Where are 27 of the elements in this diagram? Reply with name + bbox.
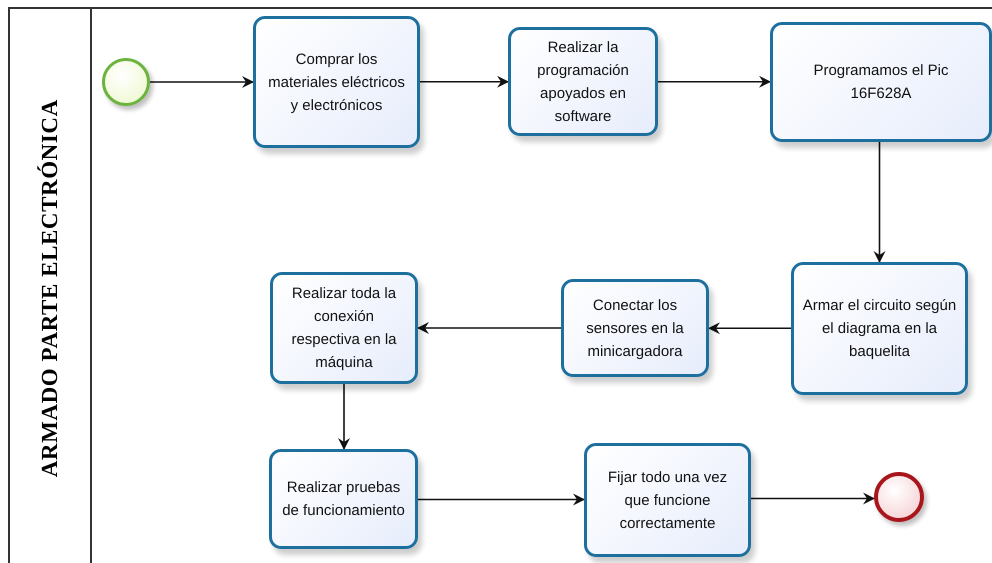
task-box [584, 443, 751, 557]
task-label: Programamos el Pic 16F628A [812, 61, 950, 104]
task-box [270, 272, 418, 384]
arrow [658, 76, 771, 88]
lane-title: ARMADO PARTE ELECTRÓNICA [36, 98, 63, 478]
task-box [253, 16, 420, 148]
arrow [420, 76, 509, 88]
arrow [418, 494, 585, 506]
task-box [508, 27, 658, 136]
task-label: Fijar todo una vez que funcione correctamente [606, 468, 728, 534]
task-box [791, 262, 968, 395]
arrow [338, 384, 350, 450]
swimlane-pool [8, 7, 992, 563]
task-label: Armar el circuito según el diagrama en la baquelita [802, 296, 957, 362]
task-box [561, 279, 709, 377]
task-label: Realizar toda la conexión respectiva en la máquina [290, 284, 398, 373]
task-label: Comprar los materiales eléctricos y electrónicos [267, 50, 406, 116]
task-box [770, 22, 992, 142]
task-label: Realizar pruebas de funcionamiento [281, 478, 406, 521]
arrow [874, 142, 886, 263]
arrow [417, 322, 561, 334]
task-label: Conectar los sensores en la minicargadora [585, 296, 685, 362]
arrow [751, 492, 875, 504]
task-box [269, 449, 418, 549]
task-label: Realizar la programación apoyados en software [536, 38, 630, 126]
arrow [150, 76, 254, 88]
arrow [708, 322, 791, 334]
